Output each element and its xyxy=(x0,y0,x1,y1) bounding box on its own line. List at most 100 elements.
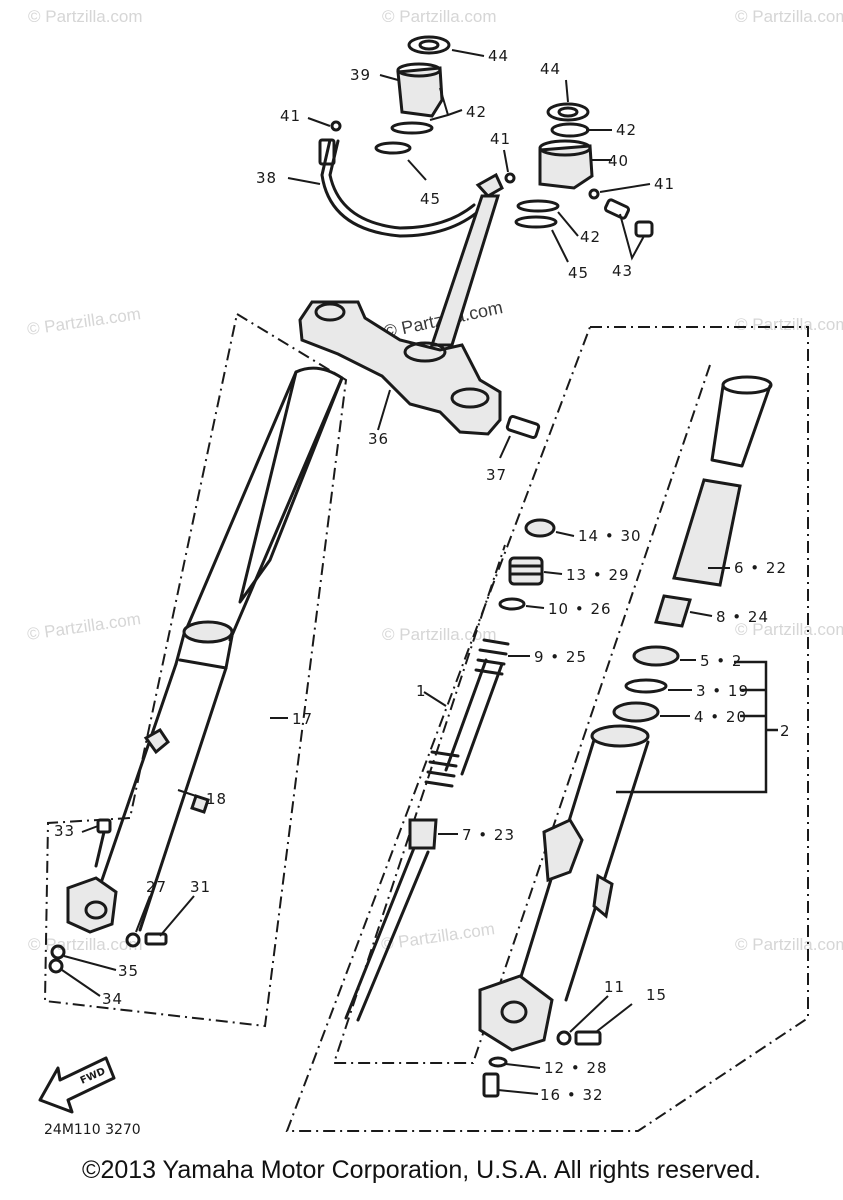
callout-12-28: 12 • 28 xyxy=(544,1059,608,1077)
right-axle-holder-bore xyxy=(500,1000,528,1024)
damper-rod-7-head xyxy=(408,818,438,850)
air-hose-38 xyxy=(320,138,482,238)
part-34 xyxy=(48,958,64,974)
cap-14 xyxy=(524,518,556,538)
diagram-code: 24M110 3270 xyxy=(44,1122,141,1138)
ring-10 xyxy=(498,597,526,611)
watermark: © Partzilla.com xyxy=(735,315,843,334)
right-axle-holder xyxy=(478,974,554,1052)
watermark: © Partzilla.com xyxy=(26,609,142,644)
steering-stem xyxy=(429,194,501,347)
part-35 xyxy=(50,944,66,960)
outer-tube-18-left xyxy=(100,662,178,882)
caliper-boss-lower xyxy=(190,794,210,814)
damper-rod-7-right xyxy=(356,850,430,1022)
damper-rod-7-left xyxy=(344,846,416,1020)
inner-tube-17 xyxy=(238,366,344,604)
callout-6-22: 6 • 22 xyxy=(734,559,787,577)
washer-12 xyxy=(488,1056,508,1068)
callout-1: 1 xyxy=(416,682,427,700)
spring-9-body-left xyxy=(444,658,488,772)
callout-8-24: 8 • 24 xyxy=(716,608,769,626)
callout-34: 34 xyxy=(102,990,123,1008)
callout-7-23: 7 • 23 xyxy=(462,826,515,844)
washer-45-left xyxy=(374,141,412,155)
caliper-boss xyxy=(143,728,170,755)
watermark: © Partzilla.com xyxy=(382,625,497,644)
inner-tube-6-top xyxy=(721,375,773,395)
inner-tube-6-upper xyxy=(710,384,772,468)
washer-45-right xyxy=(514,215,558,229)
axle-holder-bore xyxy=(84,900,108,920)
callout-41: 41 xyxy=(654,175,675,193)
callout-42: 42 xyxy=(580,228,601,246)
bracket-36-left-bore xyxy=(314,302,346,322)
right-fork-assembly xyxy=(478,375,773,1098)
callout-11: 11 xyxy=(604,978,625,996)
left-fork-assembly xyxy=(48,366,344,974)
holder-40-top xyxy=(538,139,592,157)
bolt-33 xyxy=(94,830,106,868)
front-fork-exploded-diagram: © Partzilla.com © Partzilla.com © Partzi… xyxy=(26,7,843,1138)
callout-labels: 44 39 42 41 38 45 44 42 41 40 41 42 45 4… xyxy=(54,47,791,1104)
collar-8 xyxy=(654,594,692,628)
outer-tube-18-top xyxy=(182,620,234,644)
outer-tube-18-ring xyxy=(178,658,228,670)
clip-3 xyxy=(624,678,668,694)
callout-10-26: 10 • 26 xyxy=(548,600,612,618)
spring-9-body-right xyxy=(460,662,504,776)
left-fork-group-outline xyxy=(43,312,348,1028)
callout-2: 2 xyxy=(780,722,791,740)
bracket-36-stem-bore xyxy=(403,341,447,363)
washer-44-left-hole xyxy=(418,39,440,51)
washer-44-right xyxy=(546,102,590,122)
outer-tube-18-right xyxy=(138,666,228,932)
watermark: © Partzilla.com xyxy=(382,7,497,26)
seal-4 xyxy=(612,701,660,723)
bolt-37 xyxy=(505,414,541,440)
bolt-31 xyxy=(144,932,168,946)
bolt-15 xyxy=(574,1030,602,1046)
callout-45: 45 xyxy=(568,264,589,282)
washer-42-right xyxy=(550,122,590,138)
inner-tube-17-edge-right xyxy=(228,376,344,642)
callout-37: 37 xyxy=(486,466,507,484)
bolt-43b xyxy=(634,220,654,238)
watermark-group: © Partzilla.com © Partzilla.com © Partzi… xyxy=(26,7,843,954)
bolt-43a xyxy=(603,198,631,220)
stem-top-fitting xyxy=(475,172,504,198)
callout-14-30: 14 • 30 xyxy=(578,527,642,545)
inner-tube-6-lower xyxy=(672,478,742,587)
air-hose-38-inner xyxy=(328,139,476,230)
watermark: © Partzilla.com xyxy=(735,7,843,26)
outer-tube-2-boss-right xyxy=(592,873,614,919)
right-fork-group-outline xyxy=(285,326,809,1132)
callout-44: 44 xyxy=(488,47,509,65)
oring-41-right xyxy=(588,188,600,200)
callout-38: 38 xyxy=(256,169,277,187)
callout-41: 41 xyxy=(490,130,511,148)
watermark: © Partzilla.com xyxy=(26,304,142,339)
callout-18: 18 xyxy=(206,790,227,808)
damper-assembly xyxy=(344,518,556,1022)
oring-41-left xyxy=(330,120,342,132)
bracket-36-right-bore xyxy=(450,387,490,409)
callout-33: 33 xyxy=(54,822,75,840)
callout-15: 15 xyxy=(646,986,667,1004)
spring-9-top xyxy=(474,638,510,676)
callout-4-20: 4 • 20 xyxy=(694,708,747,726)
callout-44: 44 xyxy=(540,60,561,78)
callout-36: 36 xyxy=(368,430,389,448)
washer-27 xyxy=(125,932,141,948)
watermark: © Partzilla.com xyxy=(28,935,143,954)
damper-group-outline xyxy=(332,364,711,1064)
axle-holder xyxy=(66,876,118,934)
holder-39 xyxy=(396,66,444,118)
washer-44-right-hole xyxy=(557,106,579,118)
bolt-16 xyxy=(482,1072,500,1098)
callout-39: 39 xyxy=(350,66,371,84)
washer-11 xyxy=(556,1030,572,1046)
callout-17: 17 xyxy=(292,710,313,728)
callout-27: 27 xyxy=(146,878,167,896)
